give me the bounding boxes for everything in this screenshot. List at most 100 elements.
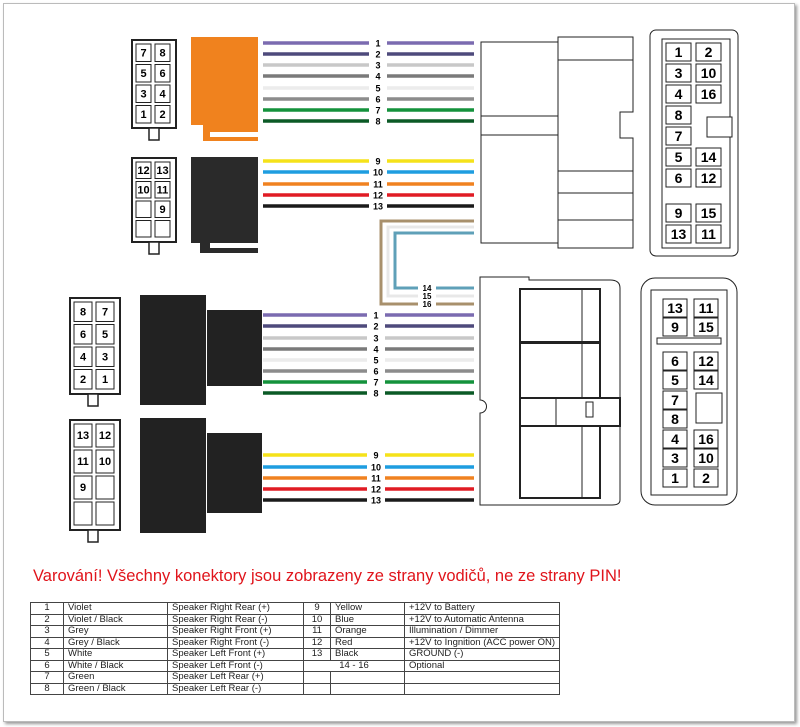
pin-number: 6: [159, 68, 165, 80]
wire-11: 11: [263, 180, 474, 190]
orange-iso-plug: [191, 37, 258, 141]
table-cell: 5: [30, 648, 64, 661]
pin-number: 12: [99, 430, 111, 442]
table-cell: White: [63, 648, 168, 661]
table-cell: 12: [303, 636, 331, 649]
wire-number: 4: [373, 345, 378, 355]
pin-number: 7: [140, 47, 146, 59]
table-cell: 2: [30, 613, 64, 626]
table-cell: 10: [303, 613, 331, 626]
wire-4: 4: [263, 345, 474, 355]
wire-number: 12: [373, 191, 383, 201]
socket-pin-number: 3: [675, 65, 683, 81]
pin-number: 1: [102, 374, 108, 386]
pin-number: 8: [159, 47, 165, 59]
wire-7: 7: [263, 106, 474, 116]
wire-number: 9: [373, 451, 378, 461]
wire-number: 9: [375, 157, 380, 167]
wire-number: 5: [373, 356, 378, 366]
table-cell: 14 - 16: [303, 659, 405, 672]
socket-pin-number: 2: [705, 44, 713, 60]
wire-number: 7: [373, 378, 378, 388]
socket-pin-number: 14: [698, 372, 714, 388]
table-cell: Violet: [63, 602, 168, 615]
table-cell: 7: [30, 671, 64, 684]
socket-pin-number: 7: [675, 128, 683, 144]
wire-number: 2: [373, 322, 378, 332]
table-cell: 3: [30, 625, 64, 638]
socket-pin-number: 1: [675, 44, 683, 60]
pin-number: 10: [99, 456, 111, 468]
wire-number: 7: [375, 106, 380, 116]
wire-number: 13: [373, 202, 383, 212]
table-cell: [330, 671, 405, 684]
table-cell: Speaker Left Front (-): [167, 659, 304, 672]
wire-5: 5: [263, 356, 474, 366]
wire-number: 5: [375, 84, 380, 94]
socket-pin-number: 13: [671, 226, 687, 242]
table-cell: Red: [330, 636, 405, 649]
pin-number: 4: [80, 351, 87, 363]
wire-number: 13: [371, 496, 381, 506]
table-cell: 4: [30, 636, 64, 649]
wire-9: 9: [263, 451, 474, 461]
wire-1: 1: [263, 311, 474, 321]
table-cell: Grey: [63, 625, 168, 638]
pin-number: 3: [140, 88, 146, 100]
table-cell: GROUND (-): [404, 648, 560, 661]
image-frame: [3, 3, 795, 722]
bottom-socket-face: [640, 277, 738, 506]
socket-pin-number: 10: [698, 450, 714, 466]
socket-pin-number: 4: [675, 86, 683, 102]
table-cell: +12V to Ingnition (ACC power ON): [404, 636, 560, 649]
table-cell: Illumination / Dimmer: [404, 625, 560, 638]
pin-number: 9: [80, 482, 86, 494]
wire-12: 12: [263, 485, 474, 495]
wire-14: 14: [393, 231, 474, 293]
socket-pin-number: 6: [671, 353, 679, 369]
socket-pin-number: 10: [701, 65, 717, 81]
table-cell: Green: [63, 671, 168, 684]
table-cell: White / Black: [63, 659, 168, 672]
table-cell: 8: [30, 682, 64, 695]
socket-pin-number: 5: [675, 149, 683, 165]
table-cell: [303, 671, 331, 684]
wire-13: 13: [263, 202, 474, 212]
pin-number: 9: [159, 204, 165, 216]
wire-number: 2: [375, 50, 380, 60]
wire-8: 8: [263, 117, 474, 127]
table-cell: Optional: [404, 659, 560, 672]
table-cell: 9: [303, 602, 331, 615]
table-cell: 6: [30, 659, 64, 672]
pin-number: 5: [102, 329, 108, 341]
wire-1: 1: [263, 39, 474, 49]
wire-12: 12: [263, 191, 474, 201]
table-cell: Yellow: [330, 602, 405, 615]
table-cell: Black: [330, 648, 405, 661]
wire-5: 5: [263, 84, 474, 94]
wire-13: 13: [263, 496, 474, 506]
wire-8: 8: [263, 389, 474, 399]
socket-pin-number: 15: [701, 205, 717, 221]
socket-pin-number: 16: [698, 431, 714, 447]
socket-pin-number: 4: [671, 431, 679, 447]
table-cell: 11: [303, 625, 331, 638]
pin-number: 3: [102, 351, 108, 363]
pin-number: 8: [80, 306, 86, 318]
socket-pin-number: 16: [701, 86, 717, 102]
table-cell: +12V to Automatic Antenna: [404, 613, 560, 626]
table-cell: Speaker Left Rear (-): [167, 682, 304, 695]
top-car-connector-housing: [480, 36, 634, 249]
pin-number: 6: [80, 329, 86, 341]
wire-10: 10: [263, 168, 474, 178]
socket-pin-number: 11: [699, 300, 714, 316]
wire-15: 15: [386, 225, 474, 301]
